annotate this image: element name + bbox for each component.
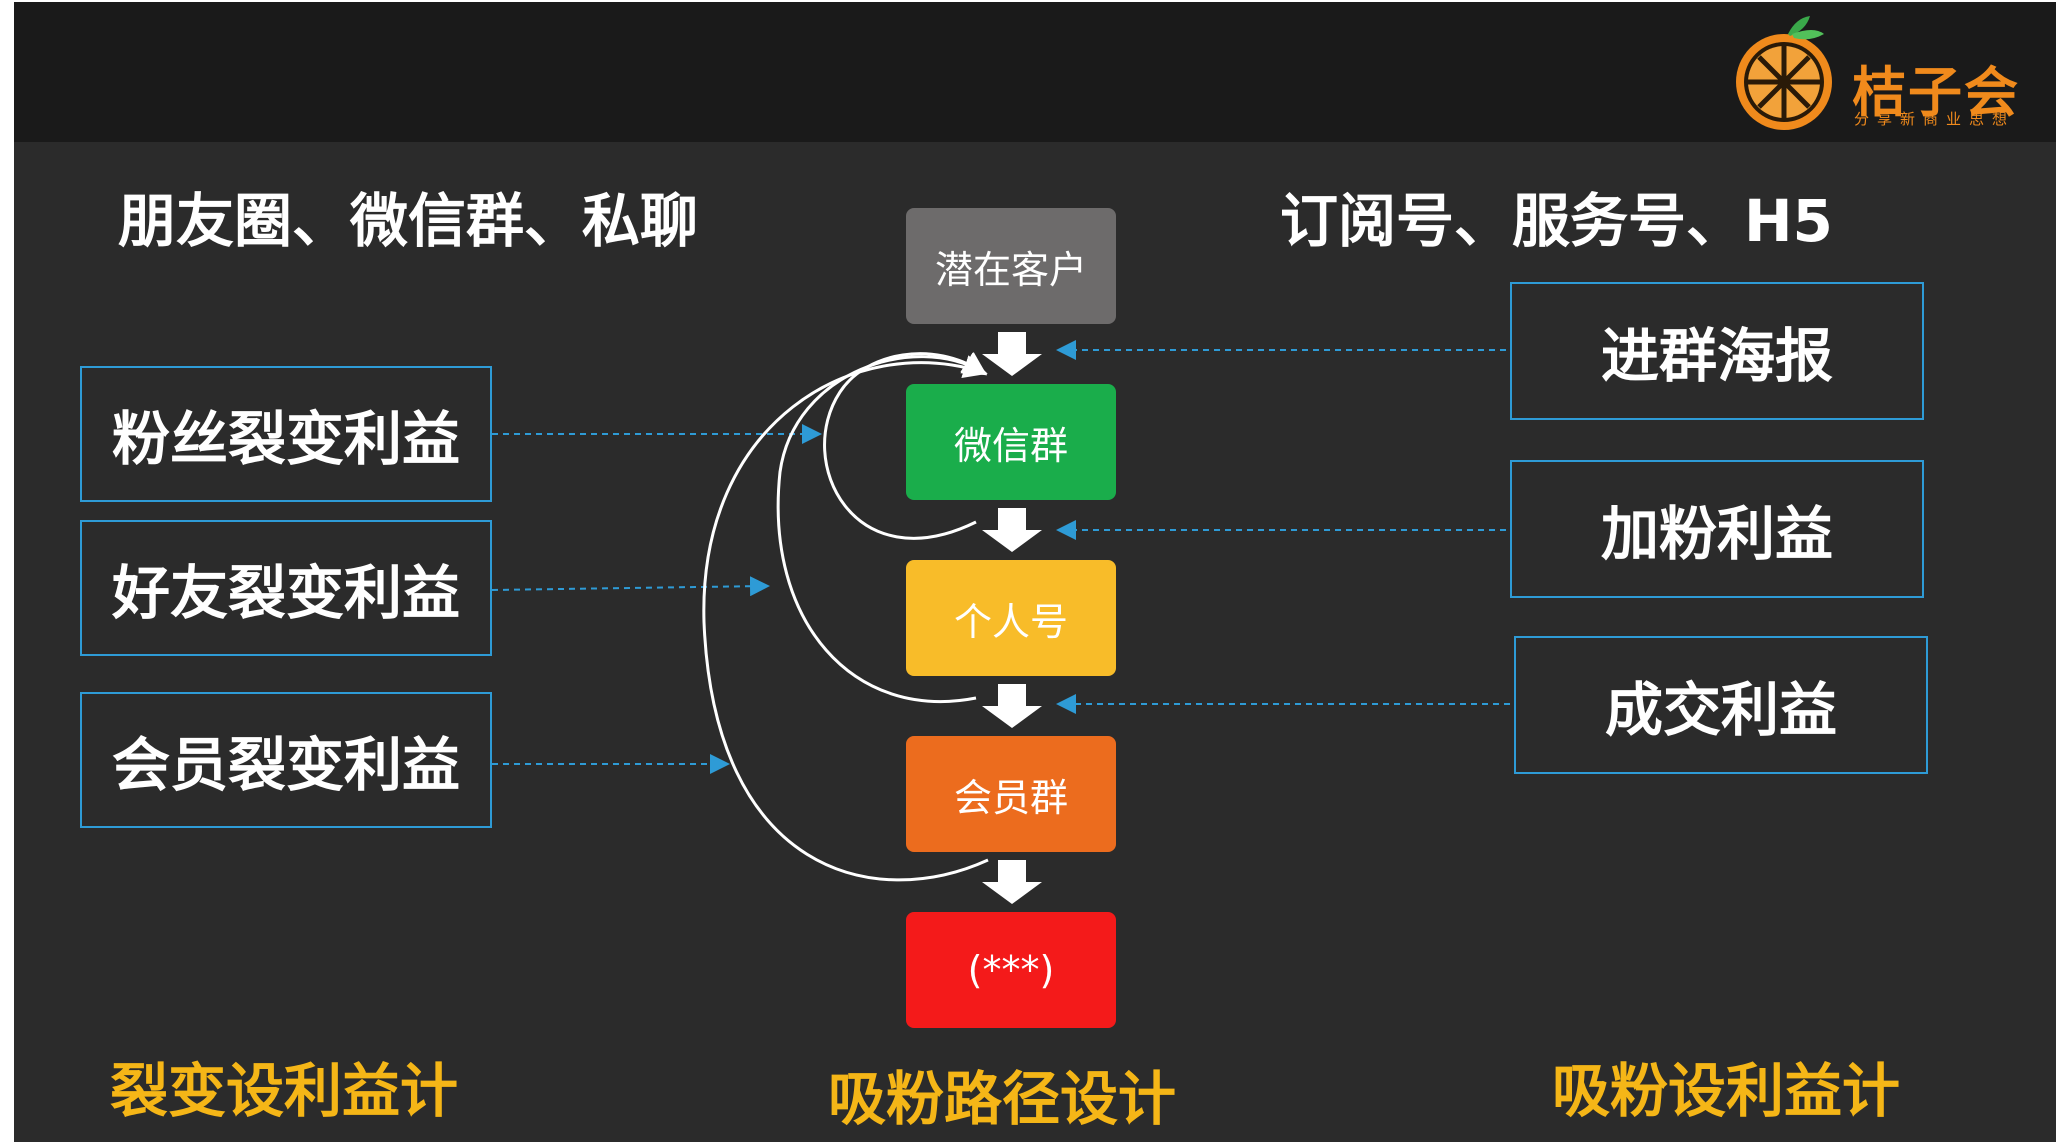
left-box-label: 会员裂变利益 — [111, 731, 460, 799]
flow-box-personal-account: 个人号 — [906, 560, 1116, 676]
left-box-fans: 粉丝裂变利益 — [80, 366, 492, 502]
footer-left: 裂变设利益计 — [110, 1057, 459, 1125]
flow-box-label: 会员群 — [953, 775, 1068, 820]
slide: 桔子会 分享新商业思想 朋友圈、微信群、私聊 订阅号、服务号、H5 — [14, 2, 2056, 1142]
right-box-label: 加粉利益 — [1600, 500, 1833, 568]
right-box-add-fans: 加粉利益 — [1510, 460, 1924, 598]
return-curve-3 — [702, 355, 989, 882]
left-box-label: 粉丝裂变利益 — [111, 405, 460, 473]
orange-slice-icon — [1736, 16, 1832, 130]
footer-right: 吸粉设利益计 — [1552, 1057, 1901, 1125]
flow-box-member-group: 会员群 — [906, 736, 1116, 852]
flow-box-final: (***) — [906, 912, 1116, 1028]
right-box-label: 进群海报 — [1600, 322, 1833, 390]
flow-box-label: 微信群 — [953, 423, 1068, 468]
right-box-label: 成交利益 — [1604, 676, 1837, 744]
right-box-deal: 成交利益 — [1514, 636, 1928, 774]
flow-box-label: 个人号 — [953, 599, 1068, 644]
left-box-friends: 好友裂变利益 — [80, 520, 492, 656]
left-heading: 朋友圈、微信群、私聊 — [118, 187, 699, 255]
connectors — [491, 332, 1510, 904]
connector-friends — [491, 576, 770, 597]
down-arrow-4 — [982, 860, 1042, 904]
down-arrow-2 — [982, 508, 1042, 552]
flow-box-wechat-group: 微信群 — [906, 384, 1116, 500]
logo-tagline: 分享新商业思想 — [1854, 110, 2016, 128]
left-box-label: 好友裂变利益 — [111, 559, 460, 627]
flow-box-label: (***) — [967, 948, 1055, 992]
right-heading: 订阅号、服务号、H5 — [1280, 187, 1833, 255]
logo-name: 桔子会 — [1852, 61, 2020, 124]
footer-center: 吸粉路径设计 — [828, 1065, 1177, 1133]
left-box-members: 会员裂变利益 — [80, 692, 492, 828]
return-curve-2 — [776, 352, 988, 704]
return-curve-1 — [823, 352, 987, 540]
logo: 桔子会 分享新商业思想 — [1726, 12, 2046, 142]
right-box-poster: 进群海报 — [1510, 282, 1924, 420]
down-arrow-1 — [982, 332, 1042, 376]
top-band — [14, 2, 2056, 142]
flow-box-potential-customer: 潜在客户 — [906, 208, 1116, 324]
down-arrow-3 — [982, 684, 1042, 728]
flow-box-label: 潜在客户 — [934, 247, 1087, 292]
